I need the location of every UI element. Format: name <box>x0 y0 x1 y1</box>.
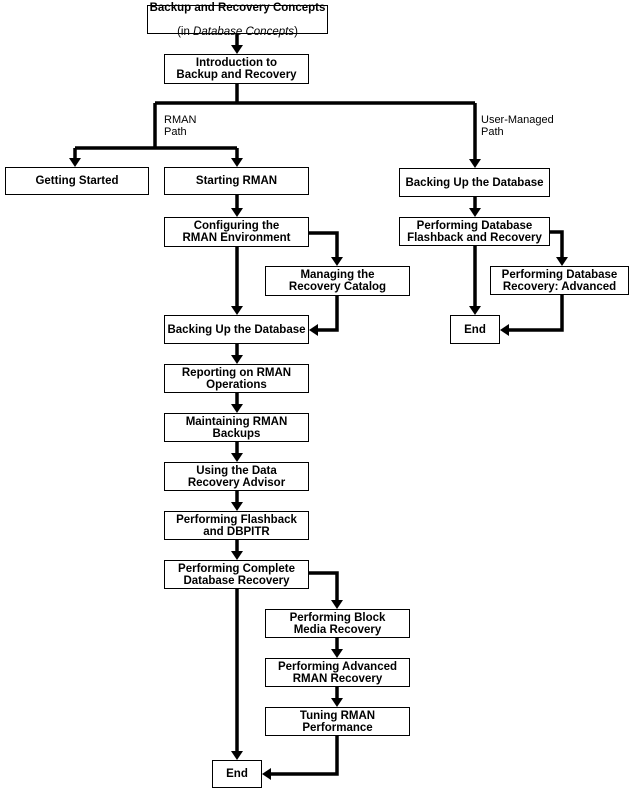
node-end-user: End <box>450 315 500 344</box>
connector-line <box>550 230 564 260</box>
arrowhead <box>469 159 481 168</box>
root-subtitle: (in Database Concepts) <box>177 25 298 38</box>
connector-line <box>309 231 339 260</box>
arrowhead <box>500 324 509 336</box>
arrowhead <box>331 600 343 609</box>
label-rman-path: RMAN Path <box>164 114 197 138</box>
node-configuring-rman: Configuring the RMAN Environment <box>164 217 309 247</box>
node-complete-recovery: Performing Complete Database Recovery <box>164 560 309 589</box>
node-starting-rman: Starting RMAN <box>164 167 309 195</box>
node-backing-up-rman: Backing Up the Database <box>164 315 309 344</box>
node-advanced-rman: Performing Advanced RMAN Recovery <box>265 658 410 687</box>
arrowhead <box>231 45 243 54</box>
node-flashback-dbpitr: Performing Flashback and DBPITR <box>164 511 309 540</box>
root-title: Backup and Recovery Concepts <box>149 1 326 14</box>
arrowhead <box>262 768 271 780</box>
connector-line <box>506 295 564 332</box>
node-reporting: Reporting on RMAN Operations <box>164 364 309 393</box>
node-backup-recovery-concepts: Backup and Recovery Concepts (in Databas… <box>147 1 328 38</box>
arrowhead <box>231 306 243 315</box>
arrowhead <box>556 257 568 266</box>
arrowhead <box>231 158 243 167</box>
node-block-media: Performing Block Media Recovery <box>265 609 410 638</box>
arrowhead <box>231 751 243 760</box>
node-maintaining: Maintaining RMAN Backups <box>164 413 309 442</box>
label-user-managed-path: User-Managed Path <box>481 114 554 138</box>
arrowhead <box>69 158 81 167</box>
arrowhead <box>231 355 243 364</box>
node-introduction: Introduction to Backup and Recovery <box>164 54 309 84</box>
arrowhead <box>231 502 243 511</box>
connector-line <box>309 571 339 603</box>
arrowhead <box>331 698 343 707</box>
node-end-rman: End <box>212 760 262 788</box>
arrowhead <box>231 404 243 413</box>
node-recovery-advanced-user: Performing Database Recovery: Advanced <box>490 266 629 295</box>
node-flashback-recovery-user: Performing Database Flashback and Recove… <box>399 217 550 246</box>
arrowhead <box>331 649 343 658</box>
arrowhead <box>331 257 343 266</box>
node-managing-catalog: Managing the Recovery Catalog <box>265 266 410 296</box>
arrowhead <box>469 208 481 217</box>
arrowhead <box>231 551 243 560</box>
arrowhead <box>231 453 243 462</box>
node-tuning: Tuning RMAN Performance <box>265 707 410 736</box>
node-data-recovery-advisor: Using the Data Recovery Advisor <box>164 462 309 491</box>
arrowhead <box>231 208 243 217</box>
node-getting-started: Getting Started <box>5 167 149 195</box>
arrowhead <box>309 324 318 336</box>
connector-line <box>315 296 339 332</box>
connector-line <box>268 736 339 776</box>
node-backing-up-user: Backing Up the Database <box>399 168 550 197</box>
arrowhead <box>469 306 481 315</box>
